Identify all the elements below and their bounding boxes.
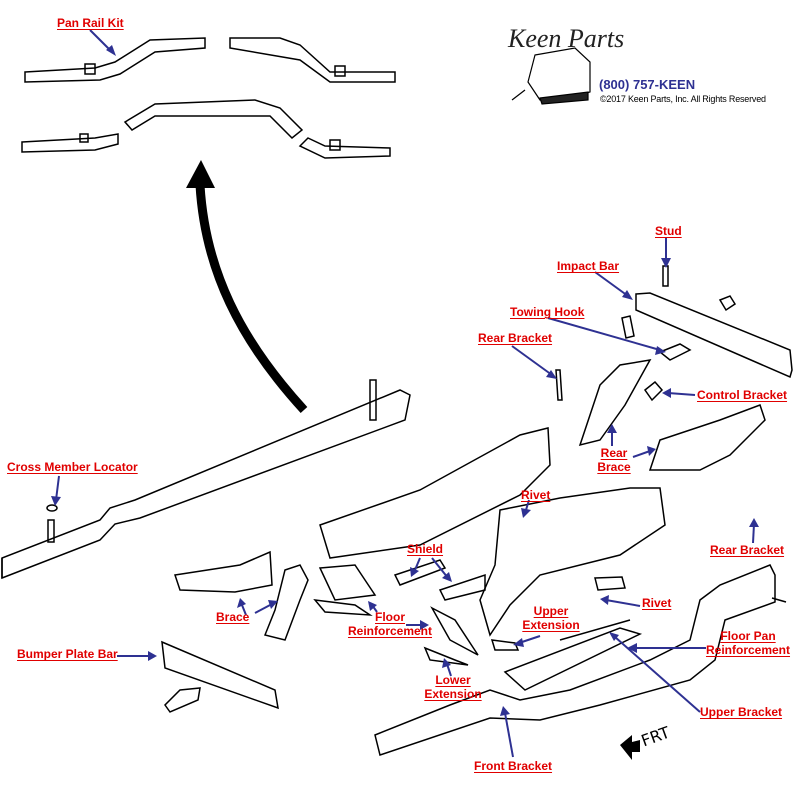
- label-upper-extension[interactable]: Upper Extension: [522, 604, 580, 632]
- label-floor-pan-reinforcement[interactable]: Floor Pan Reinforcement: [705, 629, 791, 657]
- shield-drawing: [395, 560, 625, 665]
- label-brace[interactable]: Brace: [216, 610, 250, 624]
- label-upper-extension-line2: Extension: [522, 618, 580, 632]
- impact-bar-drawing: [622, 266, 792, 377]
- pan-rail-kit-drawing: [22, 38, 395, 158]
- label-rear-brace-line2: Brace: [597, 460, 631, 474]
- keen-parts-logo: Keen Parts: [508, 24, 625, 53]
- label-rivet-right[interactable]: Rivet: [642, 596, 672, 610]
- label-cross-member-locator[interactable]: Cross Member Locator: [7, 460, 138, 474]
- label-floor-reinforcement[interactable]: Floor Reinforcement: [347, 610, 433, 638]
- brace-drawing: [175, 552, 375, 640]
- copyright-text: ©2017 Keen Parts, Inc. All Rights Reserv…: [600, 94, 766, 104]
- label-pan-rail-kit[interactable]: Pan Rail Kit: [57, 16, 124, 30]
- label-control-bracket[interactable]: Control Bracket: [697, 388, 788, 402]
- label-lower-extension-line2: Extension: [424, 687, 482, 701]
- label-upper-extension-line1: Upper: [533, 604, 569, 618]
- lower-frame-drawing: [375, 565, 786, 755]
- label-rear-brace-line1: Rear: [600, 446, 628, 460]
- label-lower-extension-line1: Lower: [435, 673, 471, 687]
- label-floor-pan-reinforcement-line1: Floor Pan: [720, 629, 776, 643]
- phone-number[interactable]: (800) 757-KEEN: [599, 77, 696, 92]
- rear-brace-drawing: [556, 360, 765, 470]
- label-floor-reinforcement-line1: Floor: [375, 610, 405, 624]
- long-frame-rail-drawing: [2, 380, 410, 578]
- label-upper-bracket[interactable]: Upper Bracket: [700, 705, 783, 719]
- label-lower-extension[interactable]: Lower Extension: [424, 673, 482, 701]
- floor-pan-reinforcement-drawing: [505, 620, 640, 690]
- label-bumper-plate-bar[interactable]: Bumper Plate Bar: [17, 647, 118, 661]
- bumper-plate-bar-drawing: [162, 642, 278, 712]
- label-stud[interactable]: Stud: [655, 224, 682, 238]
- label-shield[interactable]: Shield: [407, 542, 444, 556]
- label-rear-bracket-top[interactable]: Rear Bracket: [478, 331, 553, 345]
- center-crossmember-drawing: [320, 428, 665, 635]
- label-rear-brace[interactable]: Rear Brace: [594, 446, 634, 474]
- label-rear-bracket-right[interactable]: Rear Bracket: [710, 543, 785, 557]
- label-floor-reinforcement-line2: Reinforcement: [347, 624, 433, 638]
- label-towing-hook[interactable]: Towing Hook: [510, 305, 585, 319]
- label-front-bracket[interactable]: Front Bracket: [474, 759, 553, 773]
- callout-arrows: [51, 30, 759, 757]
- logo-car-drawing: [512, 48, 590, 104]
- label-rivet-top[interactable]: Rivet: [521, 488, 551, 502]
- label-impact-bar[interactable]: Impact Bar: [557, 259, 620, 273]
- label-floor-pan-reinforcement-line2: Reinforcement: [705, 643, 791, 657]
- curved-arrow: [200, 185, 304, 410]
- front-direction-arrow: [620, 735, 640, 760]
